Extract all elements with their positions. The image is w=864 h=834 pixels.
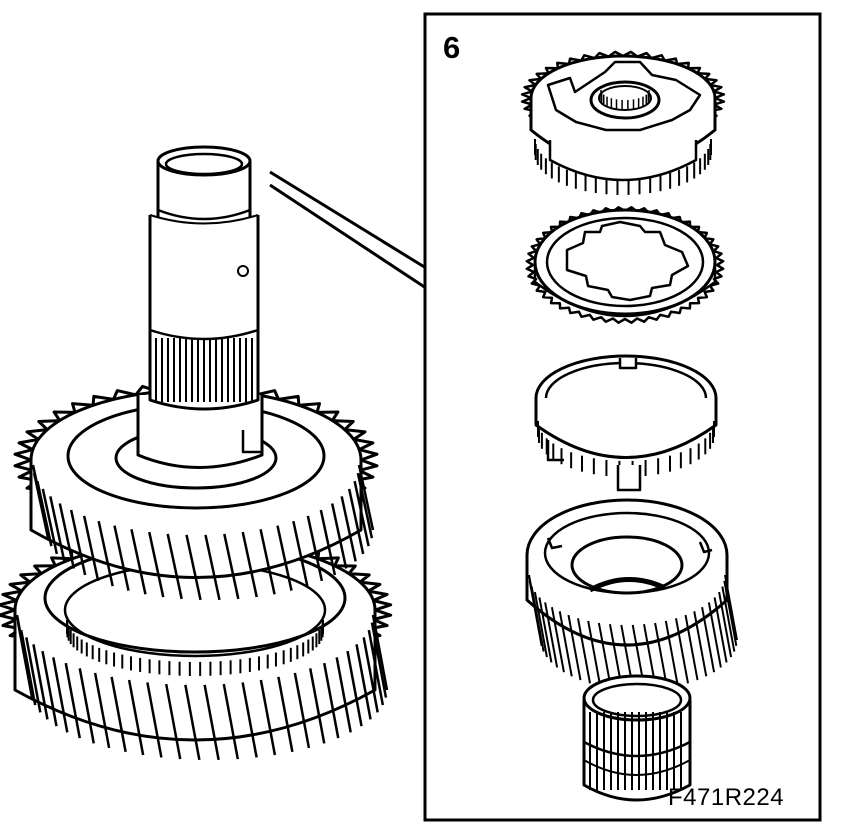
main-shaft [136, 145, 264, 469]
needle-bearing-icon [582, 674, 692, 802]
synchro-hub-with-sleeve-icon [520, 50, 726, 195]
synchro-cone-ring-icon [534, 354, 718, 492]
inset-frame [423, 12, 822, 822]
step-number-label: 6 [443, 30, 461, 65]
callout-leader-lines [269, 170, 427, 290]
gear-with-cone-icon [525, 498, 738, 691]
figure-code-label: F471R224 [668, 784, 785, 811]
shaft-assembly [0, 145, 427, 761]
synchro-ring-outer-icon [525, 206, 725, 324]
